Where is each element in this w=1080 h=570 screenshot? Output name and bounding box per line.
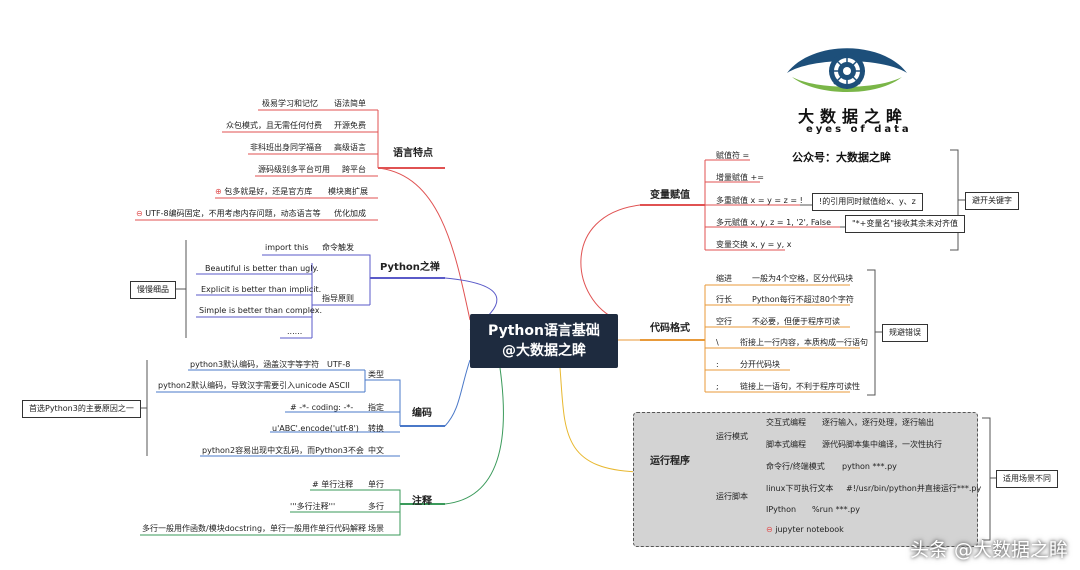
zen-principle: Simple is better than complex.: [199, 306, 322, 315]
run-script-env: IPython: [766, 505, 797, 514]
lang-desc-text: UTF-8编码固定，不用考虑内存问题，动态语言等: [145, 209, 321, 218]
run-mode-desc: 源代码脚本集中编译，一次性执行: [822, 440, 942, 449]
branch-format[interactable]: 代码格式: [650, 323, 690, 334]
format-key: 空行: [716, 317, 732, 326]
encoding-type-desc: python3默认编码，涵盖汉字等字符: [190, 360, 320, 369]
run-script-cmd: #!/usr/bin/python并直接运行***.py: [846, 484, 982, 493]
run-script-label: 运行脚本: [716, 492, 748, 501]
plus-icon: ⊕: [215, 187, 222, 196]
lang-desc: ⊕ 包多就是好，还是官方库: [215, 187, 312, 197]
lang-desc: 非科班出身同学福音: [250, 143, 322, 152]
branch-zen[interactable]: Python之禅: [380, 262, 440, 273]
run-script-env: ⊖ jupyter notebook: [766, 525, 844, 535]
comment-code: 多行一般用作函数/模块docstring，单行一般用作单行代码解释: [142, 524, 367, 533]
lang-label: 高级语言: [334, 143, 366, 152]
zen-principle-label: 指导原则: [322, 294, 354, 303]
format-key: 缩进: [716, 274, 732, 283]
zen-trigger-label: 命令触发: [322, 243, 354, 252]
assign-item: 变量交换 x, y = y, x: [716, 240, 792, 249]
lang-desc-text: 包多就是好，还是官方库: [224, 187, 313, 196]
format-key: \: [716, 338, 719, 347]
format-value: Python每行不超过80个字符: [752, 295, 854, 304]
assign-multi-note: !的引用同时赋值给x、y、z: [812, 193, 923, 211]
run-mode-name: 交互式编程: [766, 418, 806, 427]
run-script-env: 命令行/终端模式: [766, 462, 825, 471]
assign-item: 多重赋值 x = y = z = !: [716, 196, 803, 205]
lang-desc: 源码级别多平台可用: [258, 165, 330, 174]
format-value: 衔接上一行内容，本质构成一行语句: [740, 338, 868, 347]
encoding-convert-code: u'ABC'.encode('utf-8'): [272, 424, 359, 433]
minus-icon: ⊖: [136, 209, 143, 218]
encoding-specify-label: 指定: [368, 403, 384, 412]
branch-encoding[interactable]: 编码: [412, 408, 432, 419]
run-program-group: [633, 412, 978, 547]
lang-label: 开源免费: [334, 121, 366, 130]
logo-account: 公众号：大数据之眸: [792, 151, 891, 164]
branch-assign[interactable]: 变量赋值: [650, 190, 690, 201]
run-note: 适用场景不同: [996, 470, 1058, 488]
encoding-convert-label: 转换: [368, 424, 384, 433]
lang-label: 跨平台: [342, 165, 366, 174]
run-script-env: linux下可执行文本: [766, 484, 834, 493]
format-key: ;: [716, 382, 719, 391]
lang-label: 模块离扩展: [328, 187, 368, 196]
encoding-type-name: UTF-8: [327, 360, 351, 369]
format-key: :: [716, 360, 719, 369]
run-script-cmd: %run ***.py: [812, 505, 860, 514]
encoding-note: 首选Python3的主要原因之一: [22, 400, 141, 418]
zen-principle: Explicit is better than implicit.: [201, 285, 322, 294]
comment-label: 单行: [368, 480, 384, 489]
run-mode-name: 脚本式编程: [766, 440, 806, 449]
run-mode-desc: 逐行输入，逐行处理，逐行输出: [822, 418, 934, 427]
comment-label: 多行: [368, 502, 384, 511]
eye-logo-icon: [787, 48, 907, 92]
zen-principle: Beautiful is better than ugly.: [205, 264, 319, 273]
lang-label: 优化加成: [334, 209, 366, 218]
encoding-type-desc: python2默认编码，导致汉字需要引入unicode: [158, 381, 327, 390]
zen-note: 慢慢细品: [130, 281, 176, 299]
logo-subtitle: eyes of data: [806, 124, 912, 135]
branch-comment[interactable]: 注释: [412, 496, 432, 507]
assign-item: 多元赋值 x, y, z = 1, '2', False: [716, 218, 832, 227]
comment-code: '''多行注释''': [290, 502, 336, 511]
run-script-env-text: jupyter notebook: [775, 525, 844, 534]
format-value: 链接上一语句，不利于程序可读性: [740, 382, 860, 391]
zen-principle: ......: [287, 327, 303, 336]
center-title: Python语言基础: [488, 323, 600, 339]
lang-label: 语法简单: [334, 99, 366, 108]
encoding-chinese-label: 中文: [368, 446, 384, 455]
comment-code: # 单行注释: [312, 480, 354, 489]
watermark: 头条 @大数据之眸: [909, 539, 1068, 561]
center-node[interactable]: Python语言基础 @大数据之眸: [470, 314, 618, 368]
format-value: 分开代码块: [740, 360, 780, 369]
center-subtitle: @大数据之眸: [502, 343, 586, 359]
minus-icon: ⊖: [766, 525, 773, 534]
zen-trigger-cmd: import this: [265, 243, 309, 252]
assign-item: 增量赋值 +=: [716, 173, 764, 182]
branch-run[interactable]: 运行程序: [650, 456, 690, 467]
branch-lang[interactable]: 语言特点: [393, 148, 433, 159]
format-value: 一般为4个空格，区分代码块: [752, 274, 854, 283]
assign-keyword-note: 避开关键字: [965, 192, 1019, 210]
lang-desc: 众包模式，且无需任何付费: [226, 121, 322, 130]
run-script-cmd: python ***.py: [842, 462, 897, 471]
format-value: 不必要，但便于程序可读: [752, 317, 840, 326]
assign-item: 赋值符 =: [716, 151, 750, 160]
encoding-chinese-desc: python2容易出现中文乱码，而Python3不会: [202, 446, 364, 455]
format-note: 规避错误: [882, 324, 928, 342]
assign-tuple-note: "*+变量名"接收其余未对齐值: [845, 215, 966, 233]
encoding-type-label: 类型: [368, 370, 384, 379]
encoding-type-name: ASCII: [329, 381, 350, 390]
comment-label: 场景: [368, 524, 384, 533]
run-mode-label: 运行模式: [716, 432, 748, 441]
logo-title: 大数据之眸: [798, 107, 909, 126]
encoding-specify-code: # -*- coding: -*-: [290, 403, 354, 412]
format-key: 行长: [716, 295, 732, 304]
lang-desc: 极易学习和记忆: [262, 99, 318, 108]
lang-desc: ⊖ UTF-8编码固定，不用考虑内存问题，动态语言等: [136, 209, 321, 219]
